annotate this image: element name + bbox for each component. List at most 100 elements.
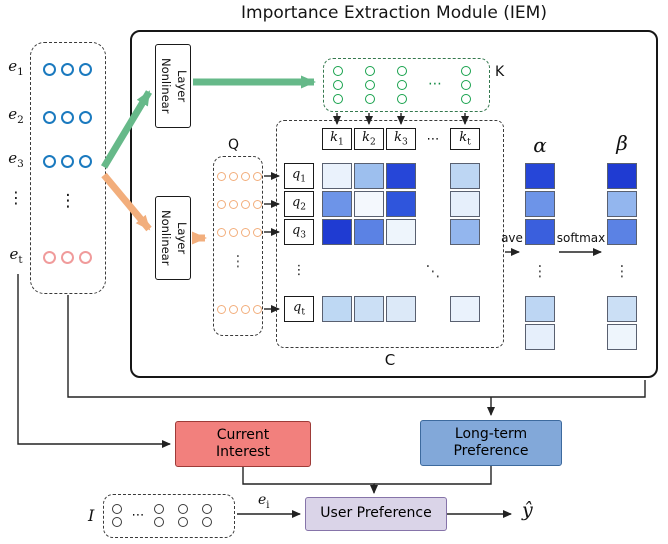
- attention-cell: [450, 296, 480, 322]
- math-label: e1: [8, 57, 24, 78]
- long-term-preference-label: Long-term Preference: [453, 425, 529, 460]
- interest-vector: [154, 504, 164, 527]
- interest-vector: [112, 504, 122, 527]
- math-label: kt: [459, 130, 471, 148]
- long-term-to-merge-line: [374, 466, 492, 485]
- col-header: k1: [322, 128, 352, 150]
- softmax-label: softmax: [556, 231, 606, 245]
- alpha-label: α: [533, 133, 547, 157]
- embedding-label: ⋮: [4, 188, 28, 207]
- k-label: K: [495, 64, 505, 80]
- attention-cell: [354, 191, 384, 217]
- matrix-row: [322, 191, 480, 217]
- embedding-circle: [79, 251, 92, 264]
- attention-cell: [450, 219, 480, 245]
- embedding-circle: [61, 111, 74, 124]
- attention-cell: [354, 296, 384, 322]
- math-label: e3: [8, 149, 24, 170]
- alpha-cell: [525, 324, 555, 350]
- row-header-dots: ⋮: [284, 247, 314, 294]
- query-circle: [253, 200, 262, 209]
- row-header: q1: [284, 163, 314, 189]
- key-circle: [461, 66, 471, 76]
- interest-vector: [202, 504, 212, 527]
- alpha-cell: [525, 219, 555, 245]
- embedding-circle: [61, 63, 74, 76]
- merge-to-user-preference-arrow: [242, 467, 378, 494]
- attention-cell: [450, 163, 480, 189]
- nonlinear-layer-text: Layer: [175, 221, 189, 255]
- math-label: q1: [291, 167, 307, 185]
- attention-cell: [354, 163, 384, 189]
- row-header: q2: [284, 191, 314, 217]
- embedding-row: [43, 63, 92, 76]
- interest-circle: [178, 517, 188, 527]
- attention-cell: [322, 163, 352, 189]
- math-label: q3: [291, 223, 307, 241]
- alpha-dots: ⋮: [532, 261, 548, 280]
- embedding-label: et: [4, 245, 28, 266]
- nonlinear-layer-key: Nonlinear Layer: [155, 44, 191, 128]
- nonlinear-layer-query: Nonlinear Layer: [155, 196, 191, 280]
- interest-vector: [178, 504, 188, 527]
- beta-vector: ⋮: [607, 163, 637, 352]
- key-circle: [397, 66, 407, 76]
- alpha-cell: [525, 191, 555, 217]
- attention-cell: [386, 296, 416, 322]
- interest-set-box: ⋯: [103, 494, 235, 538]
- math-label: k1: [330, 130, 344, 148]
- current-interest-box: Current Interest: [175, 421, 311, 467]
- embedding-circle: [79, 111, 92, 124]
- long-term-preference-box: Long-term Preference: [420, 420, 562, 466]
- key-circle: [365, 94, 375, 104]
- nonlinear-layer-text: Nonlinear: [159, 210, 173, 266]
- k-dots: ⋯: [428, 76, 442, 92]
- embedding-circle: [43, 63, 56, 76]
- query-circle: [217, 200, 226, 209]
- key-circle: [365, 66, 375, 76]
- i-set-label: I: [88, 506, 95, 525]
- interest-circle: [202, 504, 212, 514]
- matrix-row: [322, 219, 480, 245]
- matrix-dots-row: ⋱: [322, 247, 480, 294]
- query-vector: [217, 228, 262, 237]
- beta-cell: [607, 219, 637, 245]
- key-vector: [333, 66, 343, 104]
- embedding-dots: ⋮: [59, 191, 77, 211]
- attention-cell: [322, 191, 352, 217]
- row-header: q3: [284, 219, 314, 245]
- embedding-row: [43, 111, 92, 124]
- attention-cell: [322, 219, 352, 245]
- alpha-cell: [525, 296, 555, 322]
- key-circle: [397, 94, 407, 104]
- embedding-circle: [43, 251, 56, 264]
- ave-label: ave: [501, 231, 523, 245]
- query-circle: [217, 305, 226, 314]
- key-vector: [365, 66, 375, 104]
- embedding-label: e1: [4, 57, 28, 78]
- query-circle: [253, 172, 262, 181]
- interest-circle: [202, 517, 212, 527]
- q-label: Q: [228, 137, 240, 153]
- query-circle: [241, 305, 250, 314]
- beta-cell: [607, 163, 637, 189]
- math-label: q2: [291, 195, 307, 213]
- key-vector: [461, 66, 471, 104]
- interest-circle: [112, 517, 122, 527]
- embedding-circle: [43, 111, 56, 124]
- interest-circle: [112, 504, 122, 514]
- query-vector: [217, 172, 262, 181]
- math-label: e2: [8, 105, 24, 126]
- key-circle: [461, 80, 471, 90]
- embedding-label: e3: [4, 149, 28, 170]
- query-circle: [229, 200, 238, 209]
- key-circle: [461, 94, 471, 104]
- user-preference-label: User Preference: [320, 505, 432, 522]
- key-circle: [333, 94, 343, 104]
- query-circle: [241, 228, 250, 237]
- matrix-row: [322, 296, 480, 322]
- i-dots: ⋯: [131, 508, 145, 523]
